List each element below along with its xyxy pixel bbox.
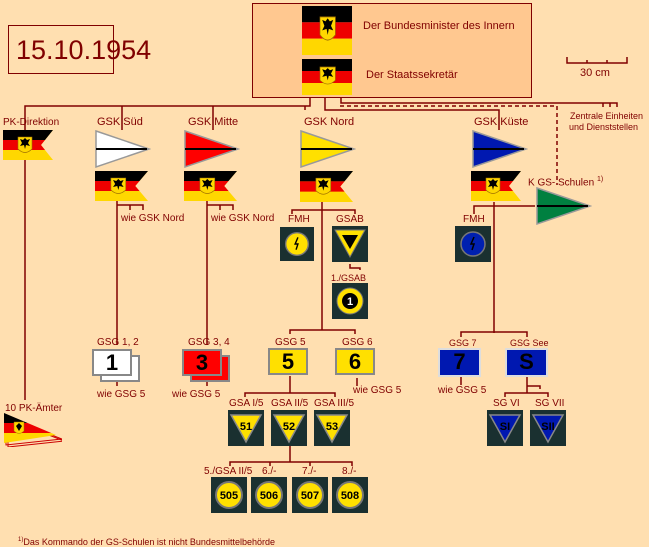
insignia-number: 53	[326, 421, 338, 433]
gsg7-insignia: 7	[438, 348, 481, 377]
gsk-mitte-flag	[184, 171, 237, 201]
company-507-insignia: 507	[292, 477, 328, 513]
insignia-number: 51	[240, 421, 252, 433]
company-508-insignia: 508	[332, 477, 368, 513]
pk-direktion-flag	[3, 130, 53, 160]
gsg34-note: wie GSG 5	[172, 389, 221, 400]
federal-flag-minister	[302, 6, 352, 55]
gsg6-insignia: 6	[335, 348, 375, 375]
gsg5-insignia: 5	[268, 348, 308, 375]
footnote-mark: 1)	[596, 176, 604, 183]
gsa1-label: GSA I/5	[229, 398, 264, 409]
gsa1-insignia: 51	[228, 410, 264, 446]
central-units-label-2: und Dienststellen	[569, 122, 639, 132]
scale-bar	[566, 57, 628, 64]
company-508-label: 8./-	[342, 466, 357, 477]
gsk-sued-flag	[95, 171, 148, 201]
gsk-nord-pennant	[300, 129, 357, 175]
kueste-fmh-insignia	[455, 226, 491, 262]
gsk-mitte-note: wie GSK Nord	[211, 213, 275, 224]
nord-fmh-insignia	[280, 227, 314, 261]
insignia-number: 508	[341, 490, 359, 502]
gsa3-insignia: 53	[314, 410, 350, 446]
gsk-sued-note: wie GSK Nord	[121, 213, 185, 224]
kueste-fmh-label: FMH	[463, 214, 485, 225]
insignia-number: SI	[500, 421, 510, 433]
central-units-label-1: Zentrale Einheiten	[570, 111, 644, 121]
footnote-mark: 1)	[18, 537, 24, 543]
company-506-insignia: 506	[251, 477, 287, 513]
gsk-nord-flag	[300, 171, 353, 202]
gsgsee-insignia: S	[505, 348, 548, 377]
federal-flag-secretary	[302, 59, 352, 95]
gs-schulen-pennant	[536, 186, 593, 232]
gsk-sued-label: GSK Süd	[97, 116, 143, 128]
insignia-number: 506	[260, 490, 278, 502]
date-box	[8, 25, 114, 74]
gsg6-label: GSG 6	[342, 337, 373, 348]
company-507-label: 7./-	[302, 466, 317, 477]
gsa2-insignia: 52	[271, 410, 307, 446]
gsg7-label: GSG 7	[449, 338, 477, 348]
gsg12-note: wie GSG 5	[97, 389, 146, 400]
gsg6-note: wie GSG 5	[353, 385, 402, 396]
gsg12-label: GSG 1, 2	[97, 337, 139, 348]
sg6-insignia: SI	[487, 410, 523, 446]
gsg12-insignia: 1	[92, 349, 132, 376]
gsk-kueste-pennant	[472, 129, 529, 175]
gsg34-label: GSG 3, 4	[188, 337, 230, 348]
gsab1-label: 1./GSAB	[331, 273, 367, 283]
gsg5-label: GSG 5	[275, 337, 306, 348]
company-505-insignia: 505	[211, 477, 247, 513]
company-505-label: 5./GSA II/5	[204, 466, 253, 477]
nord-fmh-label: FMH	[288, 214, 310, 225]
gs-schulen-label: K GS- Schulen 1)	[528, 175, 603, 188]
gsk-nord-label: GSK Nord	[304, 116, 355, 128]
minister-label: Der Bundesminister des Innern	[363, 20, 515, 32]
gsg34-insignia: 3	[182, 349, 222, 376]
scale-label: 30 cm	[580, 67, 610, 79]
company-506-label: 6./-	[262, 466, 277, 477]
gsab-insignia	[332, 226, 368, 262]
insignia-number: SII	[541, 421, 554, 433]
insignia-number: 52	[283, 421, 295, 433]
pk-direktion-label: PK-Direktion	[3, 117, 60, 128]
secretary-label: Der Staatssekretär	[366, 69, 458, 81]
sg7-insignia: SII	[530, 410, 566, 446]
gsk-mitte-pennant	[184, 129, 241, 175]
gsg7-note: wie GSG 5	[438, 385, 487, 396]
gsa2-label: GSA II/5	[271, 398, 309, 409]
gsa3-label: GSA III/5	[314, 398, 355, 409]
gsgsee-label: GSG See	[510, 338, 549, 348]
footnote: 1)Das Kommando der GS-Schulen ist nicht …	[18, 535, 275, 547]
date-label: 15.10.1954	[16, 35, 152, 65]
gsk-kueste-label: GSK Küste	[474, 116, 529, 128]
insignia-number: 505	[220, 490, 238, 502]
insignia-number: 507	[301, 490, 319, 502]
ministry-box	[252, 3, 532, 98]
sg6-label: SG VI	[493, 398, 520, 409]
sg7-label: SG VII	[535, 398, 565, 409]
footnote-text: Das Kommando der GS-Schulen ist nicht Bu…	[23, 537, 275, 547]
gsk-mitte-label: GSK Mitte	[188, 116, 239, 128]
pk-aemter-label: 10 PK-Ämter	[5, 403, 63, 414]
pk-aemter-pennant	[4, 413, 62, 447]
gs-schulen-text: K GS- Schulen	[528, 177, 595, 189]
gsk-sued-pennant	[95, 129, 152, 175]
gsab1-number: 1	[347, 296, 353, 308]
gsk-kueste-flag	[471, 171, 521, 201]
gsab-label: GSAB	[336, 214, 364, 225]
gsab1-insignia: 1	[332, 283, 368, 319]
